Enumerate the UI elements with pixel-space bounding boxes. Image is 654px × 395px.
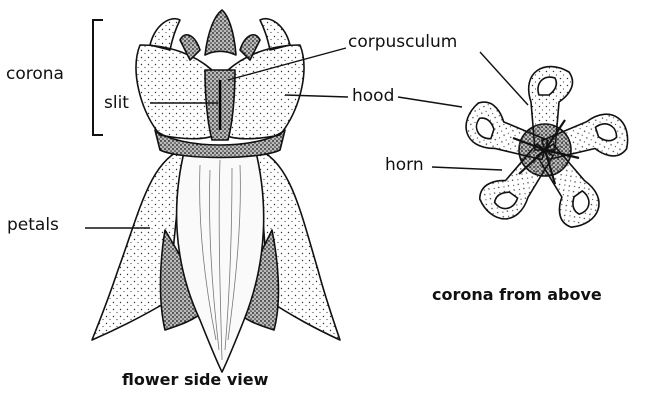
from-above-caption: corona from above bbox=[432, 287, 602, 303]
horn-label: horn bbox=[385, 157, 424, 174]
corona-left-hood bbox=[136, 45, 215, 139]
corona-right-hood bbox=[225, 45, 304, 139]
petals-label: petals bbox=[7, 217, 59, 234]
slit-label: slit bbox=[104, 95, 129, 112]
corpusculum-label: corpusculum bbox=[348, 34, 457, 51]
side-view-caption: flower side view bbox=[122, 372, 268, 388]
corona-bracket bbox=[93, 20, 103, 135]
hood-leader-right bbox=[398, 97, 462, 107]
corona-label: corona bbox=[6, 66, 64, 83]
corona-from-above-drawing bbox=[461, 67, 633, 234]
hood-label: hood bbox=[352, 88, 394, 105]
flower-side-view-drawing bbox=[92, 10, 340, 372]
corpusculum-leader-2 bbox=[480, 52, 528, 105]
horn-leader bbox=[432, 167, 502, 170]
